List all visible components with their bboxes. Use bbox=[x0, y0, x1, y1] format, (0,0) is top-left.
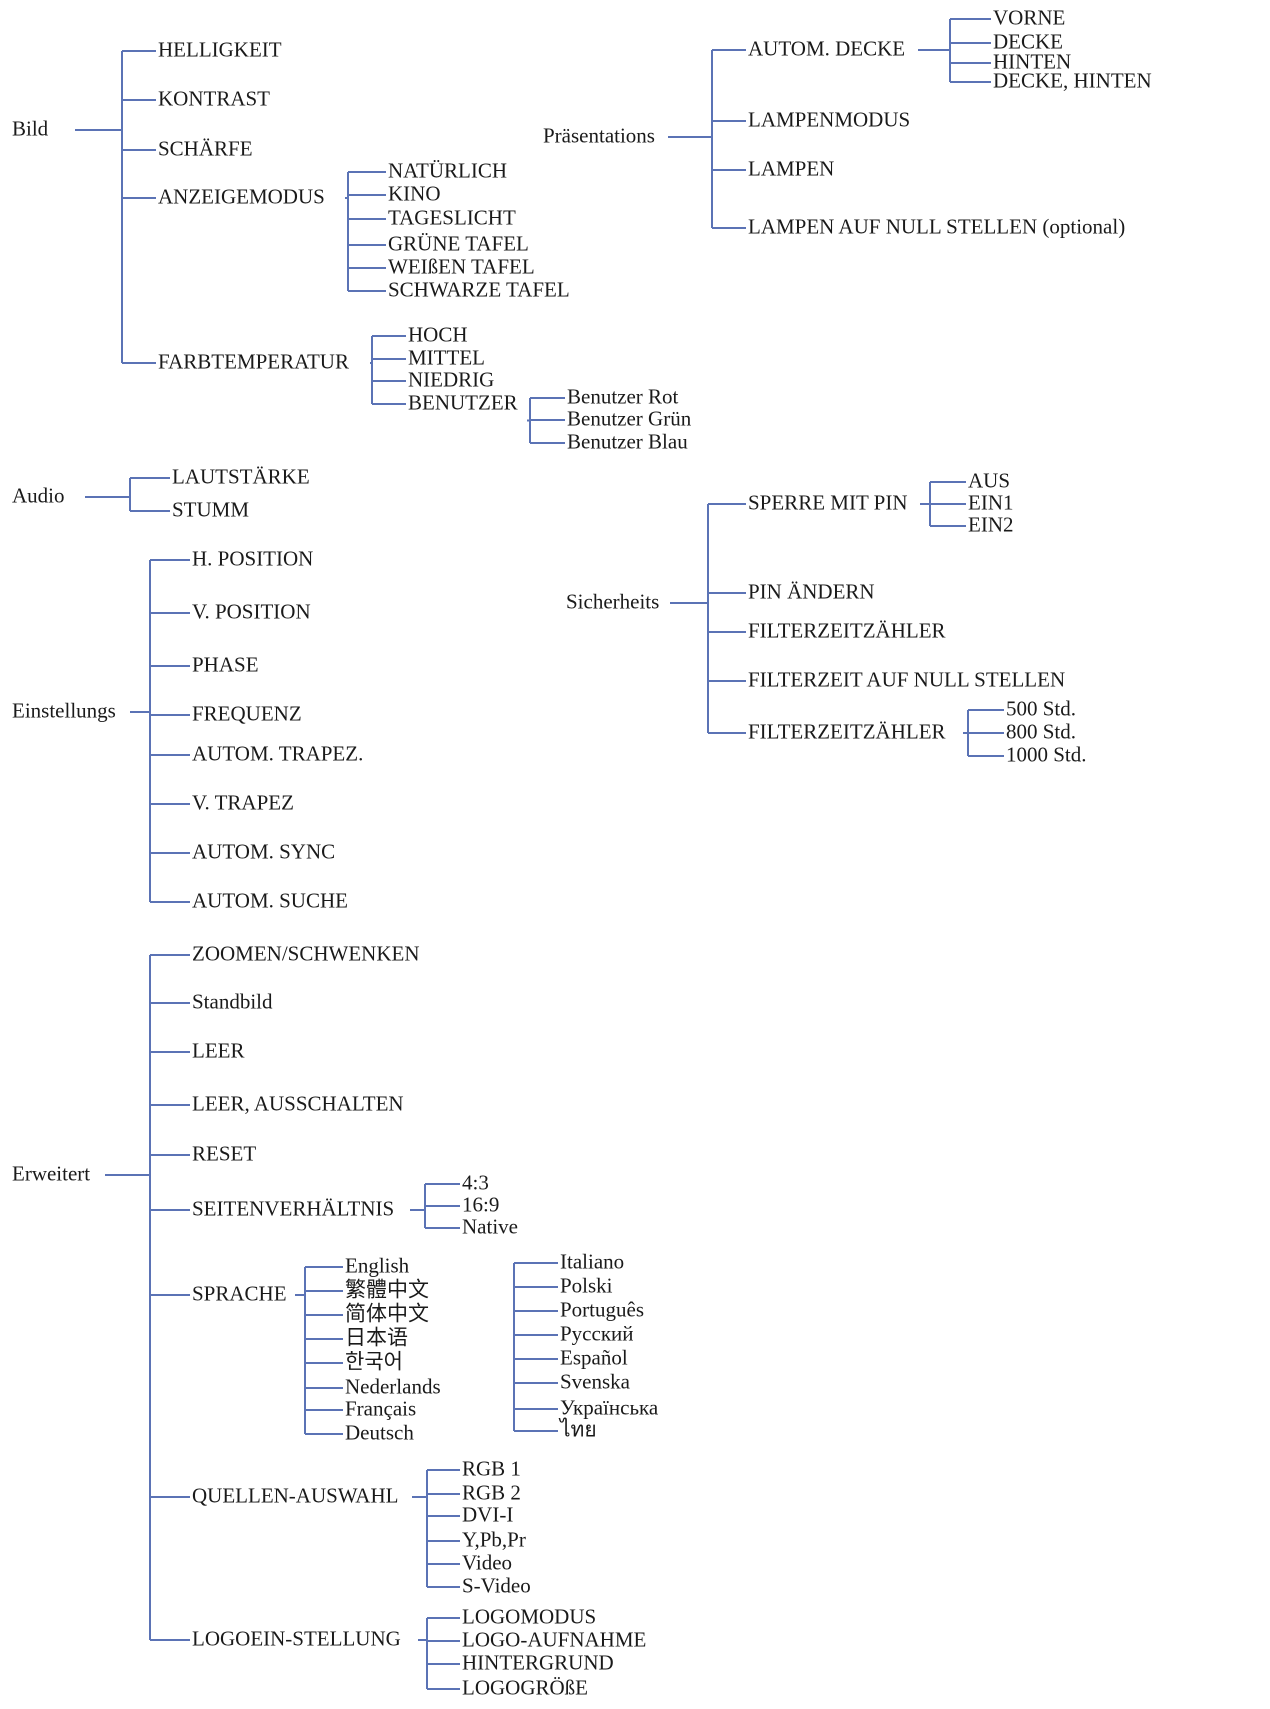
node-filterzeitz-hler: FILTERZEITZÄHLER bbox=[748, 719, 946, 744]
language-option: Español bbox=[560, 1345, 628, 1370]
language-option: Português bbox=[560, 1297, 644, 1322]
category-sicherheits: Sicherheits bbox=[566, 589, 660, 614]
node-phase: PHASE bbox=[192, 652, 259, 677]
node-niedrig: NIEDRIG bbox=[408, 367, 495, 392]
category-erweitert: Erweitert bbox=[12, 1161, 91, 1186]
node-hinten: HINTEN bbox=[993, 49, 1072, 74]
node-deutsch: Deutsch bbox=[345, 1420, 414, 1445]
node-800-std: 800 Std. bbox=[1006, 719, 1077, 744]
node-dvi-i: DVI-I bbox=[462, 1502, 514, 1527]
node-autom-trapez: AUTOM. TRAPEZ. bbox=[192, 741, 364, 766]
node-helligkeit: HELLIGKEIT bbox=[158, 37, 282, 62]
language-option: Polski bbox=[560, 1273, 613, 1298]
node-gr-ne-tafel: GRÜNE TAFEL bbox=[388, 231, 529, 256]
node-hoch: HOCH bbox=[408, 322, 468, 347]
node-leer-ausschalten: LEER, AUSSCHALTEN bbox=[192, 1091, 404, 1116]
node-h-position: H. POSITION bbox=[192, 546, 314, 571]
node-decke: DECKE bbox=[993, 29, 1063, 54]
node-logo-aufnahme: LOGO-AUFNAHME bbox=[462, 1627, 647, 1652]
node-ein2: EIN2 bbox=[968, 512, 1014, 537]
node-rgb-2: RGB 2 bbox=[462, 1480, 521, 1505]
node-leer: LEER bbox=[192, 1038, 245, 1063]
node-kino: KINO bbox=[388, 181, 441, 206]
node-tageslicht: TAGESLICHT bbox=[388, 205, 516, 230]
node-video: Video bbox=[462, 1550, 513, 1575]
node-nederlands: Nederlands bbox=[345, 1374, 441, 1399]
node-lautst-rke: LAUTSTÄRKE bbox=[172, 464, 310, 489]
node-500-std: 500 Std. bbox=[1006, 696, 1077, 721]
node-lampenmodus: LAMPENMODUS bbox=[748, 107, 911, 132]
node-benutzer-rot: Benutzer Rot bbox=[567, 384, 679, 409]
node-farbtemperatur: FARBTEMPERATUR bbox=[158, 349, 349, 374]
node-seitenverh-ltnis: SEITENVERHÄLTNIS bbox=[192, 1196, 395, 1221]
language-option: ไทย bbox=[560, 1417, 597, 1442]
node-reset: RESET bbox=[192, 1141, 257, 1166]
node-1000-std: 1000 Std. bbox=[1006, 742, 1087, 767]
node-benutzer: BENUTZER bbox=[408, 390, 518, 415]
node-filterzeitz-hler: FILTERZEITZÄHLER bbox=[748, 618, 946, 643]
node-anzeigemodus: ANZEIGEMODUS bbox=[158, 184, 325, 209]
language-option: Italiano bbox=[560, 1249, 625, 1274]
category-audio: Audio bbox=[12, 483, 65, 508]
node-logogr-e: LOGOGRÖßE bbox=[462, 1675, 588, 1700]
node-benutzer-blau: Benutzer Blau bbox=[567, 429, 688, 454]
node-v-position: V. POSITION bbox=[192, 599, 311, 624]
node-lampen: LAMPEN bbox=[748, 156, 835, 181]
node-logomodus: LOGOMODUS bbox=[462, 1604, 597, 1629]
node-sch-rfe: SCHÄRFE bbox=[158, 136, 253, 161]
node-y-pb-pr: Y,Pb,Pr bbox=[462, 1527, 526, 1552]
node-4-3: 4:3 bbox=[462, 1170, 489, 1195]
node-standbild: Standbild bbox=[192, 989, 273, 1014]
category-bild: Bild bbox=[12, 116, 49, 141]
node-frequenz: FREQUENZ bbox=[192, 701, 302, 726]
node-stumm: STUMM bbox=[172, 497, 250, 522]
node-lampen-auf-null-stellen-optional: LAMPEN AUF NULL STELLEN (optional) bbox=[748, 214, 1126, 239]
node-sprache: SPRACHE bbox=[192, 1281, 287, 1306]
node-autom-suche: AUTOM. SUCHE bbox=[192, 888, 348, 913]
language-option: Русский bbox=[560, 1321, 634, 1346]
node-quellen-auswahl: QUELLEN-AUSWAHL bbox=[192, 1483, 399, 1508]
category-einstellungs: Einstellungs bbox=[12, 698, 116, 723]
node-fran-ais: Français bbox=[345, 1396, 417, 1421]
node-zoomen-schwenken: ZOOMEN/SCHWENKEN bbox=[192, 941, 420, 966]
node-ein1: EIN1 bbox=[968, 490, 1014, 515]
node-native: Native bbox=[462, 1214, 518, 1239]
node-english: English bbox=[345, 1253, 410, 1278]
node-hintergrund: HINTERGRUND bbox=[462, 1650, 614, 1675]
category-pr-sentations: Präsentations bbox=[543, 123, 655, 148]
node-autom-sync: AUTOM. SYNC bbox=[192, 839, 336, 864]
node-schwarze-tafel: SCHWARZE TAFEL bbox=[388, 277, 570, 302]
node-benutzer-gr-n: Benutzer Grün bbox=[567, 406, 692, 431]
node-item: 简体中文 bbox=[345, 1301, 429, 1326]
node-16-9: 16:9 bbox=[462, 1192, 500, 1217]
node-rgb-1: RGB 1 bbox=[462, 1456, 521, 1481]
node-filterzeit-auf-null-stellen: FILTERZEIT AUF NULL STELLEN bbox=[748, 667, 1066, 692]
node-item: 日本语 bbox=[345, 1325, 408, 1350]
language-option: Svenska bbox=[560, 1369, 630, 1394]
node-decke-hinten: DECKE, HINTEN bbox=[993, 68, 1152, 93]
node-item: 繁體中文 bbox=[345, 1277, 429, 1302]
node-wei-en-tafel: WEIßEN TAFEL bbox=[388, 254, 535, 279]
node-nat-rlich: NATÜRLICH bbox=[388, 158, 507, 183]
language-option: Українська bbox=[560, 1395, 659, 1420]
node-kontrast: KONTRAST bbox=[158, 86, 271, 111]
node-logoein-stellung: LOGOEIN-STELLUNG bbox=[192, 1626, 401, 1651]
node-vorne: VORNE bbox=[993, 5, 1066, 30]
node-autom-decke: AUTOM. DECKE bbox=[748, 36, 906, 61]
node-aus: AUS bbox=[968, 468, 1011, 493]
node-item: 한국어 bbox=[345, 1349, 403, 1374]
node-sperre-mit-pin: SPERRE MIT PIN bbox=[748, 490, 908, 515]
node-mittel: MITTEL bbox=[408, 345, 485, 370]
node-pin-ndern: PIN ÄNDERN bbox=[748, 579, 875, 604]
node-s-video: S-Video bbox=[462, 1573, 531, 1598]
node-v-trapez: V. TRAPEZ bbox=[192, 790, 294, 815]
